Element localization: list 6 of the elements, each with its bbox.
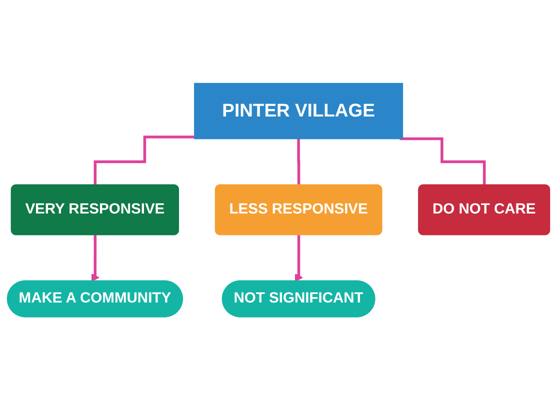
arrow [91,234,100,282]
connector [297,138,300,188]
connector [94,136,194,188]
node-box: PINTER VILLAGE [194,83,404,140]
arrow [294,234,303,282]
connector [400,138,486,188]
